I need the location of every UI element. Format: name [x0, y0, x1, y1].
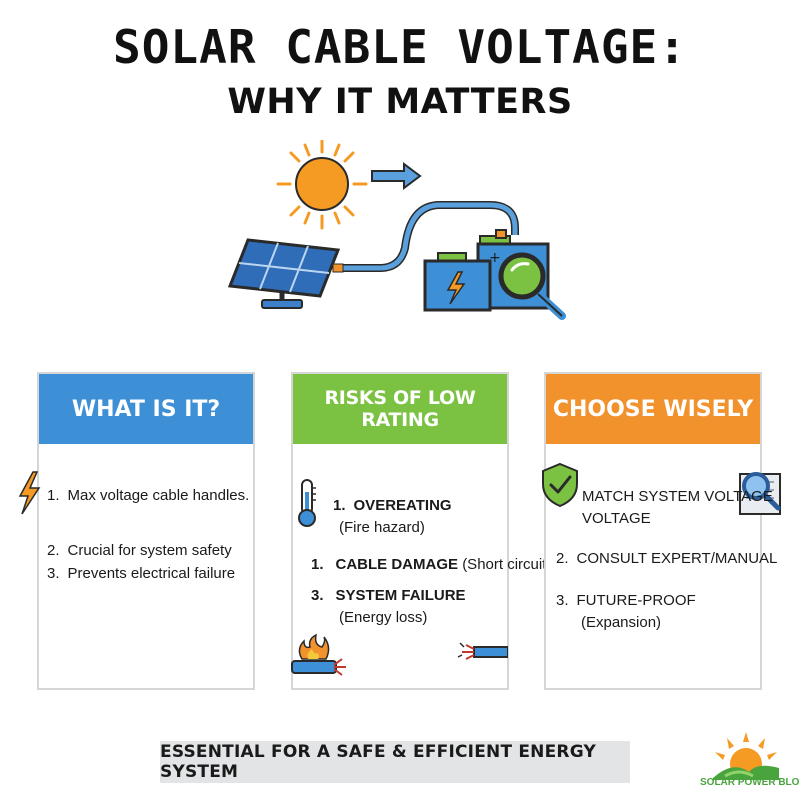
- solar-panel-icon: [227, 238, 341, 309]
- card-title: RISKS OF LOW RATING: [293, 374, 507, 444]
- list-item: 3.Prevents electrical failure: [47, 565, 236, 582]
- list-item: 2.CONSULT EXPERT/MANUAL: [556, 550, 778, 567]
- list-item: 1.CABLE DAMAGE (Short circuits): [311, 556, 559, 573]
- lightning-icon: [18, 471, 41, 515]
- manual-search-icon: [739, 472, 781, 515]
- arrow-right-icon: [371, 162, 422, 190]
- card-what-is-it: WHAT IS IT?: [37, 372, 255, 690]
- shield-check-icon: [542, 462, 578, 508]
- burning-cable-icon: [291, 633, 346, 676]
- item-note: (Fire hazard): [339, 519, 425, 536]
- item-note: (Expansion): [581, 614, 662, 631]
- sun-logo-icon: [713, 732, 779, 780]
- cable-icon: [332, 201, 519, 273]
- hero-illustration: +: [227, 140, 566, 320]
- magnifier-icon: [498, 252, 566, 320]
- thermometer-icon: [298, 479, 316, 527]
- item-note: (Energy loss): [339, 609, 428, 626]
- list-item: 1.OVEREATING: [333, 497, 452, 514]
- card-choose-wisely: CHOOSE WISELY: [544, 372, 762, 690]
- list-item: 1.Max voltage cable handles.: [47, 487, 250, 504]
- footer-banner: ESSENTIAL FOR A SAFE & EFFICIENT ENERGY …: [160, 741, 630, 783]
- list-item: 2.Crucial for system safety: [47, 542, 232, 559]
- list-item-continuation: VOLTAGE: [582, 510, 651, 527]
- page-title: SOLAR CABLE VOLTAGE:: [113, 20, 687, 74]
- page-subtitle: WHY IT MATTERS: [227, 82, 573, 122]
- card-risks-of-low-rating: RISKS OF LOW RATING: [291, 372, 509, 690]
- list-item: 3.SYSTEM FAILURE: [311, 587, 466, 604]
- card-title: CHOOSE WISELY: [546, 374, 760, 444]
- svg-text:+: +: [489, 250, 501, 266]
- damaged-cable-icon: [457, 642, 508, 660]
- card-title: WHAT IS IT?: [39, 374, 253, 444]
- logo-text: SOLAR POWER BLOG: [700, 777, 800, 788]
- sun-icon: [276, 140, 368, 230]
- list-item: 3.FUTURE-PROOF: [556, 592, 696, 609]
- list-item: MATCH SYSTEM VOLTAGE: [582, 488, 773, 505]
